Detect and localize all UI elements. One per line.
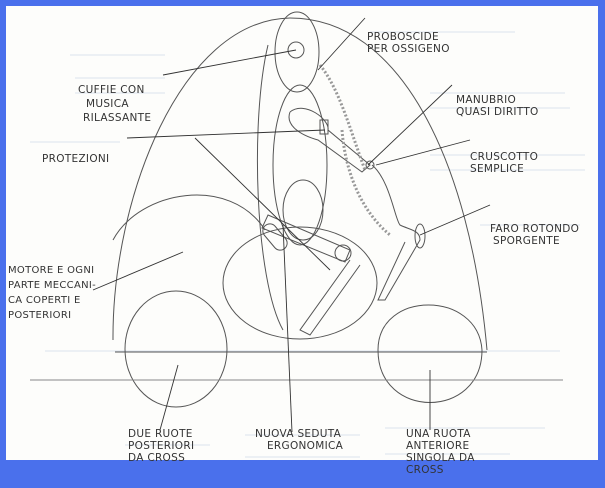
- guide-lines: [30, 31, 585, 458]
- label-line: PROBOSCIDE: [367, 31, 439, 43]
- label-line: PROTEZIONI: [42, 153, 110, 165]
- label-line: POSTERIORI: [8, 310, 72, 321]
- label-line: MANUBRIO: [456, 94, 517, 106]
- label-line: POSTERIORI: [128, 440, 195, 452]
- vehicle-sketch: [30, 11, 585, 458]
- rider-thigh: [261, 214, 351, 263]
- knee-pad: [334, 244, 352, 262]
- front-wheel: [377, 304, 483, 403]
- label-line: DUE RUOTE: [128, 428, 193, 440]
- oxygen-tube: [318, 64, 367, 171]
- label-line: PARTE MECCANI-: [8, 280, 97, 291]
- label-line: CA COPERTI E: [8, 295, 81, 306]
- headphone: [287, 41, 305, 59]
- label-line: ANTERIORE: [406, 440, 470, 452]
- label-line: CUFFIE CON: [78, 84, 145, 96]
- label-line: MOTORE E OGNI: [8, 265, 95, 276]
- label-line: FARO ROTONDO: [490, 223, 580, 235]
- knee-protection: [262, 223, 288, 251]
- canopy-shell: [112, 17, 488, 351]
- rider-torso: [272, 84, 328, 246]
- label-line: MUSICA: [86, 98, 129, 110]
- label-line: CROSS: [406, 464, 444, 476]
- label-line: SINGOLA DA: [406, 452, 475, 464]
- label-protezioni: PROTEZIONI: [42, 129, 109, 177]
- label-line: SPORGENTE: [493, 235, 560, 247]
- headlight: [414, 223, 426, 249]
- leader-lines: [92, 17, 491, 433]
- rider-arm: [288, 107, 371, 173]
- label-line: ERGONOMICA: [267, 440, 344, 452]
- sketch-paper: [6, 6, 598, 460]
- rider-head: [274, 11, 320, 93]
- label-line: NUOVA SEDUTA: [255, 428, 342, 440]
- rear-wheel: [124, 290, 228, 408]
- elbow-protection: [319, 119, 329, 135]
- label-motore: MOTORE E OGNI PARTE MECCANI- CA COPERTI E P…: [8, 233, 96, 338]
- label-line: UNA RUOTA: [406, 428, 471, 440]
- vehicle-outline: [30, 11, 563, 408]
- front-fork: [371, 164, 421, 301]
- label-line: SEMPLICE: [470, 163, 525, 175]
- label-line: DA CROSS: [128, 452, 186, 464]
- seat: [222, 226, 378, 340]
- label-line: CRUSCOTTO: [470, 151, 539, 163]
- label-line: RILASSANTE: [83, 112, 152, 124]
- label-cuffie: CUFFIE CON MUSICA RILASSANTE: [78, 55, 151, 139]
- dashboard: [365, 160, 375, 170]
- label-line: PER OSSIGENO: [367, 43, 450, 55]
- label-line: QUASI DIRITTO: [456, 106, 539, 118]
- rear-fender: [112, 194, 266, 241]
